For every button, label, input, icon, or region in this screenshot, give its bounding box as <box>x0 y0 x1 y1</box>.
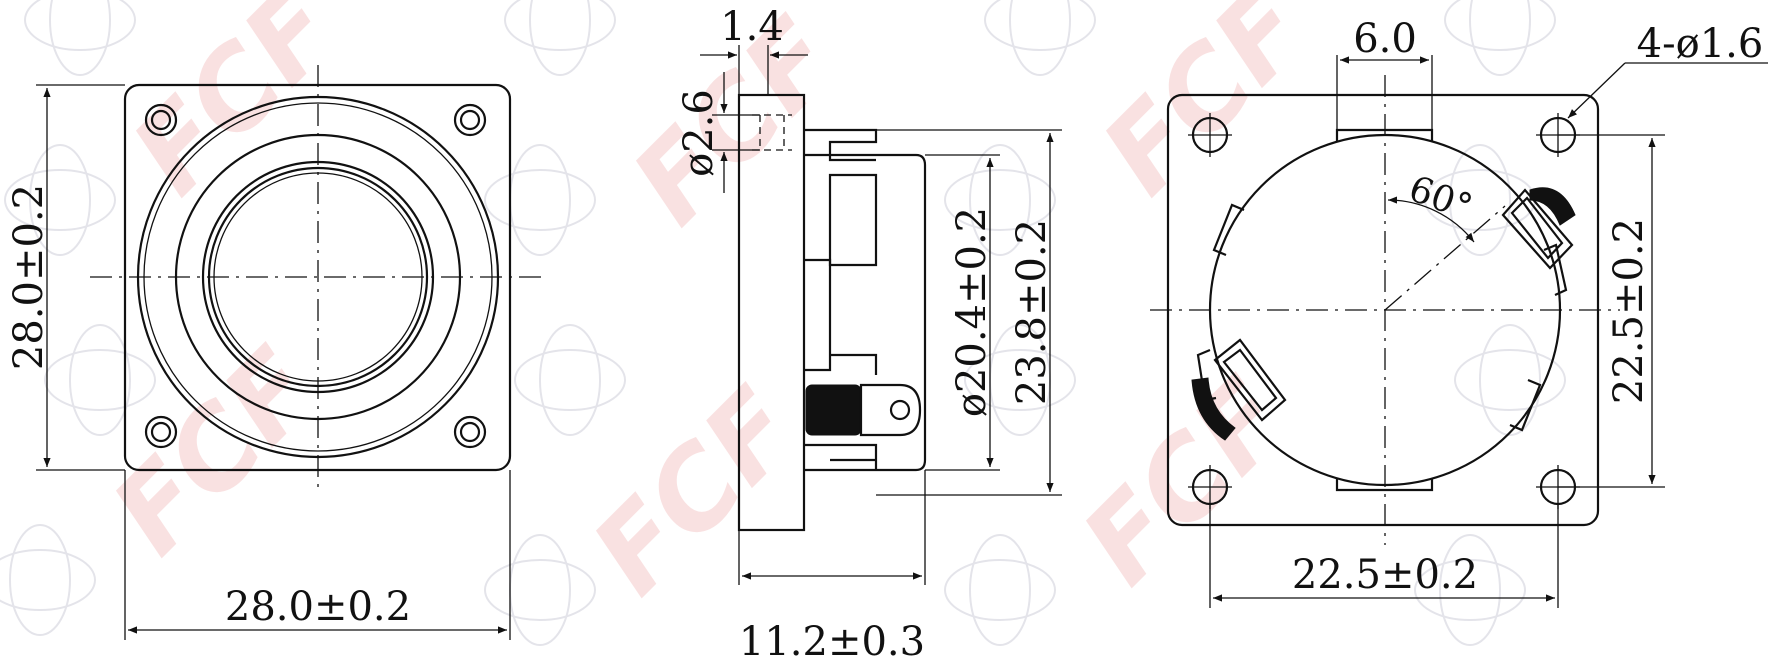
side-hole-label: ø2.6 <box>676 89 722 177</box>
back-slot-label: 6.0 <box>1353 16 1417 62</box>
side-depth-label: 11.2±0.3 <box>739 619 925 665</box>
back-angle-line <box>1384 205 1506 311</box>
watermark-brand-6: FCF <box>1058 355 1312 609</box>
watermark: FCF FCF FCF FCF FCF FCF <box>0 0 1566 646</box>
front-view: 28.0±0.2 28.0±0.2 <box>6 65 545 640</box>
back-terminal-bottom-left <box>1191 338 1287 441</box>
back-view: 60° 6.0 4-ø1.6 22.5±0.2 22.5±0.2 <box>1150 16 1768 608</box>
side-flange-label: 1.4 <box>720 4 784 50</box>
side-terminal-lug <box>859 383 922 437</box>
back-angle-label: 60° <box>1404 168 1478 228</box>
back-bottom-slot <box>1335 478 1434 492</box>
side-magnet <box>828 173 878 267</box>
watermark-brand-1: FCF <box>108 0 362 218</box>
back-terminal-top-right <box>1501 187 1576 270</box>
side-terminal-wire <box>805 384 862 436</box>
front-mount-holes <box>144 103 487 449</box>
side-body-height-label: 23.8±0.2 <box>1009 219 1055 405</box>
side-cone-dia-label: ø20.4±0.2 <box>949 207 995 417</box>
back-pitch-h-label: 22.5±0.2 <box>1292 552 1478 598</box>
watermark-logos <box>0 0 1566 646</box>
back-holes-label: 4-ø1.6 <box>1637 21 1764 67</box>
side-body <box>804 153 927 472</box>
front-height-label: 28.0±0.2 <box>6 184 52 370</box>
watermark-brand-5: FCF <box>1078 0 1332 218</box>
side-view: 1.4 ø2.6 ø20.4±0.2 23.8±0.2 11.2±0.3 <box>676 4 1062 665</box>
back-pitch-v-label: 22.5±0.2 <box>1606 218 1652 404</box>
side-magnet-top <box>804 128 878 162</box>
front-width-label: 28.0±0.2 <box>225 584 411 630</box>
side-flange <box>737 93 806 532</box>
